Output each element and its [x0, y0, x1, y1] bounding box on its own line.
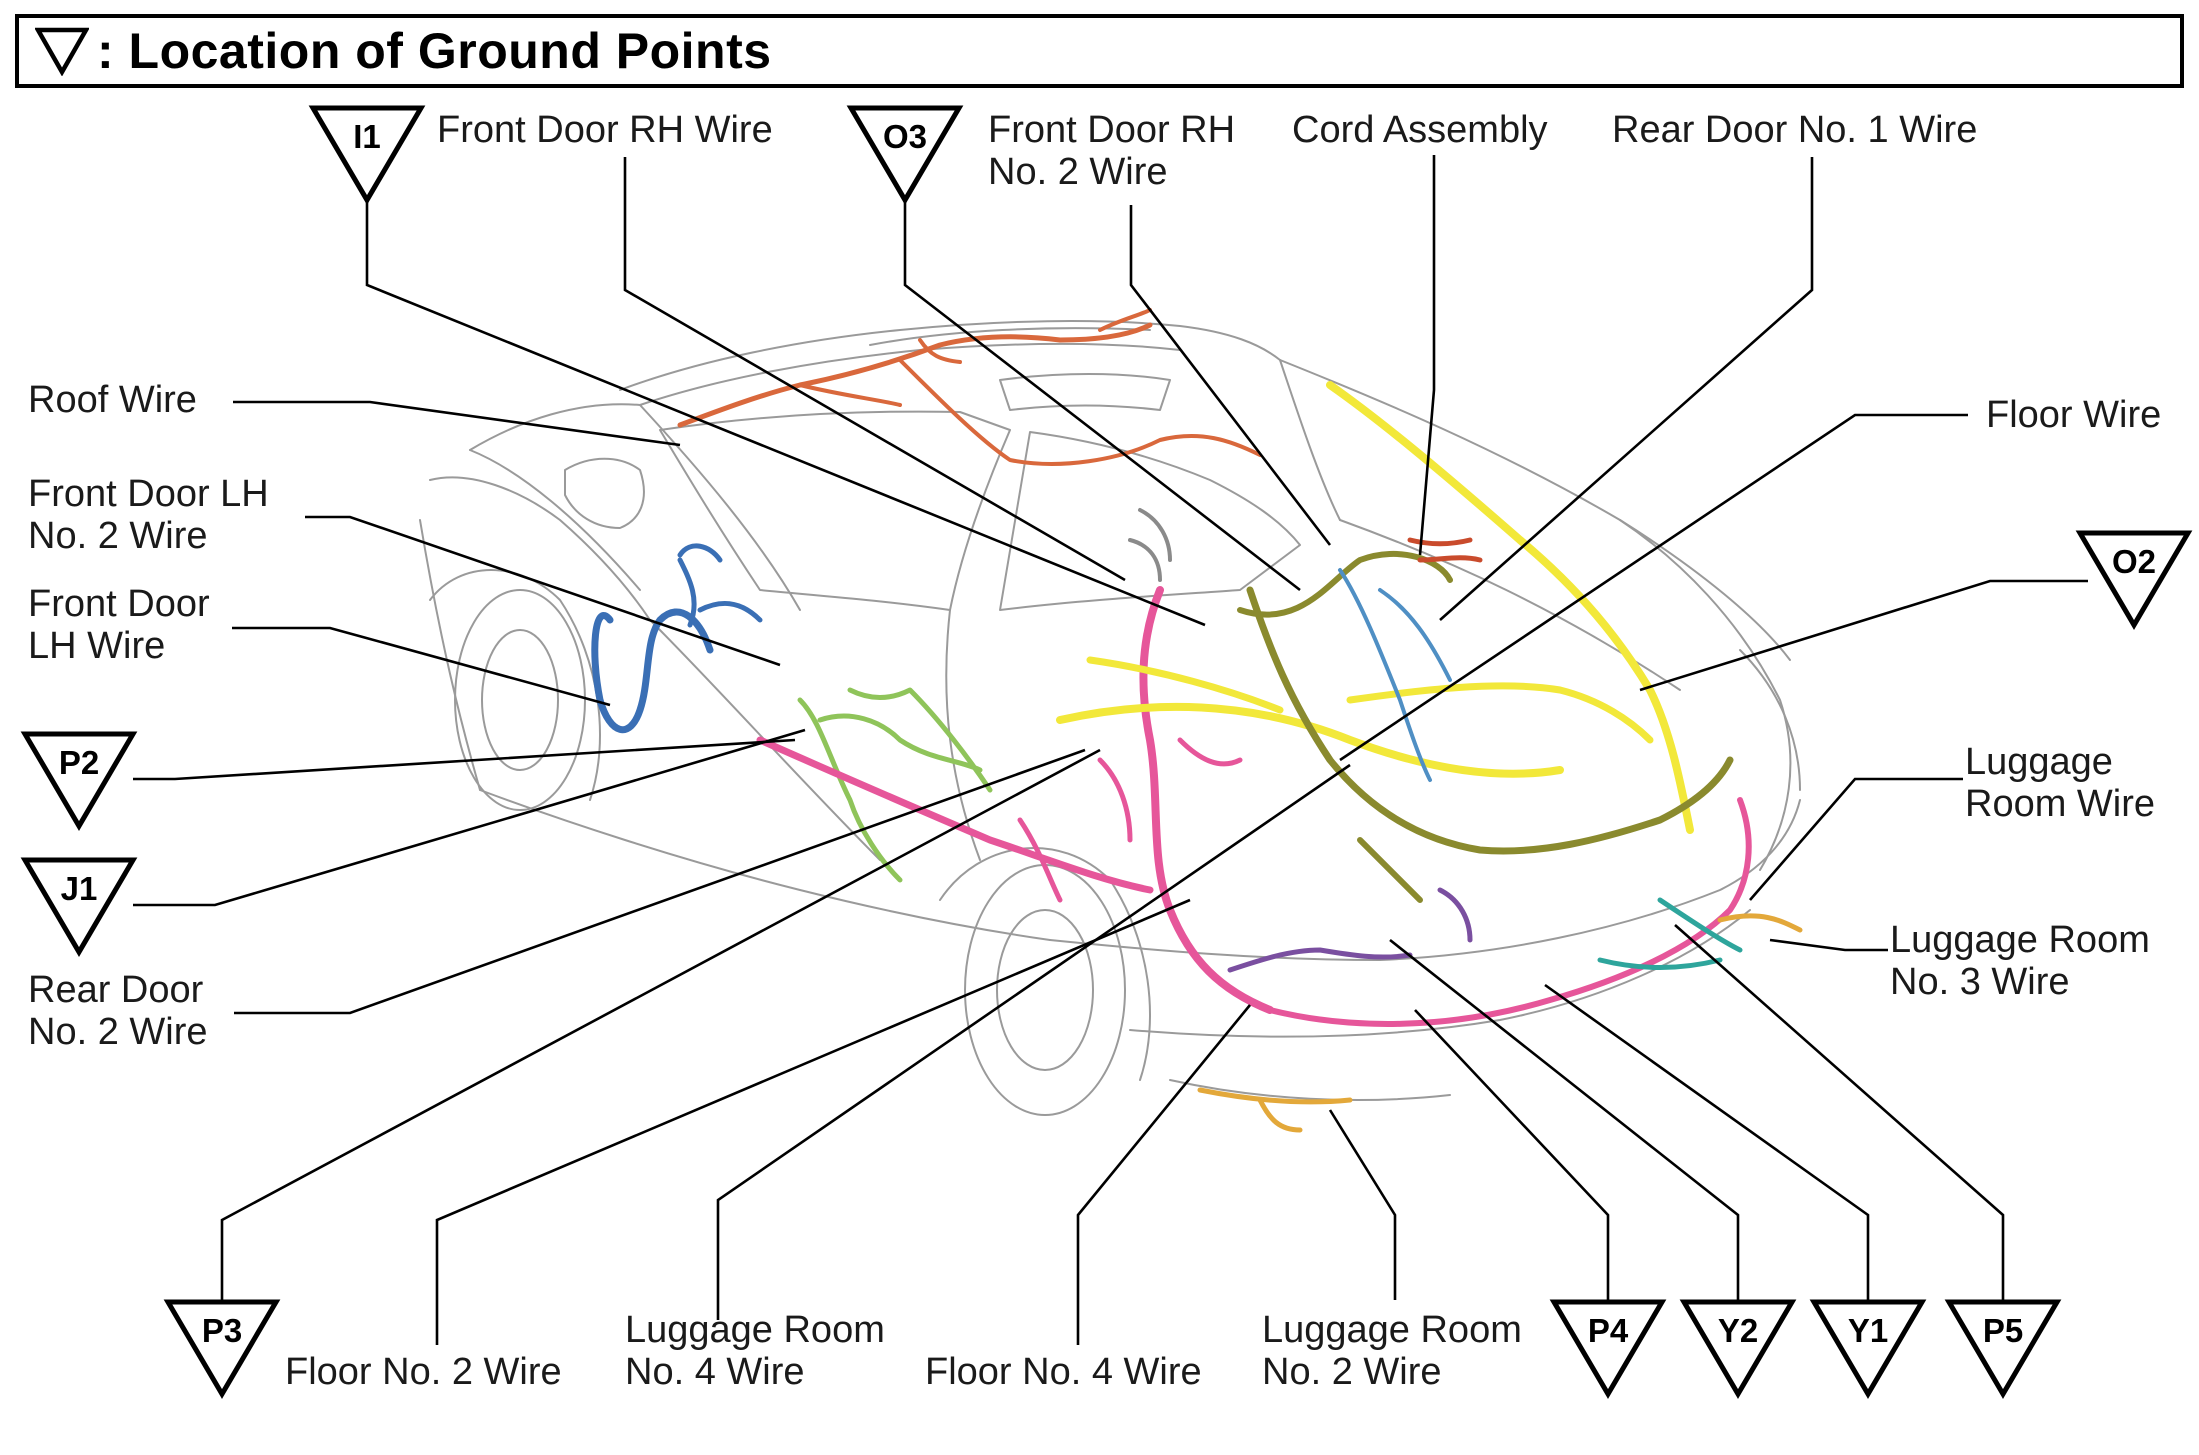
ground-point-label: O3 [883, 118, 927, 155]
label-luggage-room-no2-line2: No. 2 Wire [1262, 1351, 1441, 1393]
leader-lines [133, 155, 2088, 1345]
ground-point-label: P2 [59, 744, 99, 781]
label-luggage-room-no4-line2: No. 4 Wire [625, 1351, 804, 1393]
label-luggage-room-no4-line1: Luggage Room [625, 1309, 885, 1351]
label-luggage-room-wire-line1: Luggage [1965, 741, 2113, 783]
ground-symbol-icon [35, 27, 89, 76]
label-front-door-lh-no2-line2: No. 2 Wire [28, 515, 207, 557]
label-front-door-lh-no2-line1: Front Door LH [28, 473, 269, 515]
vehicle-outline [419, 320, 1801, 1116]
label-front-door-lh-line1: Front Door [28, 583, 210, 625]
label-front-door-rh-wire: Front Door RH Wire [437, 109, 773, 151]
label-luggage-room-no2-line1: Luggage Room [1262, 1309, 1522, 1351]
title-bar: : Location of Ground Points [15, 14, 2184, 88]
ground-point-P3: P3 [163, 1299, 281, 1399]
label-floor-wire: Floor Wire [1986, 394, 2161, 436]
label-roof-wire: Roof Wire [28, 379, 197, 421]
label-luggage-room-no3-line2: No. 3 Wire [1890, 961, 2069, 1003]
ground-point-I1: I1 [308, 105, 426, 205]
ground-point-label: O2 [2112, 543, 2156, 580]
label-floor-no2-wire: Floor No. 2 Wire [285, 1351, 562, 1393]
ground-point-Y2: Y2 [1679, 1299, 1797, 1399]
ground-point-J1: J1 [20, 857, 138, 957]
ground-point-label: P4 [1588, 1312, 1629, 1349]
label-luggage-room-wire-line2: Room Wire [1965, 783, 2155, 825]
ground-point-label: Y2 [1718, 1312, 1758, 1349]
label-floor-no4-wire: Floor No. 4 Wire [925, 1351, 1202, 1393]
ground-point-O3: O3 [846, 105, 964, 205]
ground-point-label: P3 [202, 1312, 242, 1349]
ground-point-P2: P2 [20, 731, 138, 831]
ground-point-Y1: Y1 [1809, 1299, 1927, 1399]
label-rear-door-no2-line2: No. 2 Wire [28, 1011, 207, 1053]
label-front-door-rh-no2-line1: Front Door RH [988, 109, 1235, 151]
ground-point-P4: P4 [1549, 1299, 1667, 1399]
ground-point-label: J1 [61, 870, 98, 907]
wire-harnesses [591, 308, 1803, 1133]
label-rear-door-no1-wire: Rear Door No. 1 Wire [1612, 109, 1977, 151]
label-front-door-rh-no2-line2: No. 2 Wire [988, 151, 1167, 193]
ground-point-P5: P5 [1944, 1299, 2062, 1399]
label-rear-door-no2-line1: Rear Door [28, 969, 204, 1011]
ground-point-label: I1 [353, 118, 381, 155]
ground-point-O2: O2 [2075, 530, 2193, 630]
ground-point-label: Y1 [1848, 1312, 1888, 1349]
label-luggage-room-no3-line1: Luggage Room [1890, 919, 2150, 961]
ground-point-label: P5 [1983, 1312, 2023, 1349]
label-front-door-lh-line2: LH Wire [28, 625, 165, 667]
label-cord-assembly: Cord Assembly [1292, 109, 1548, 151]
page-title: : Location of Ground Points [97, 23, 772, 79]
